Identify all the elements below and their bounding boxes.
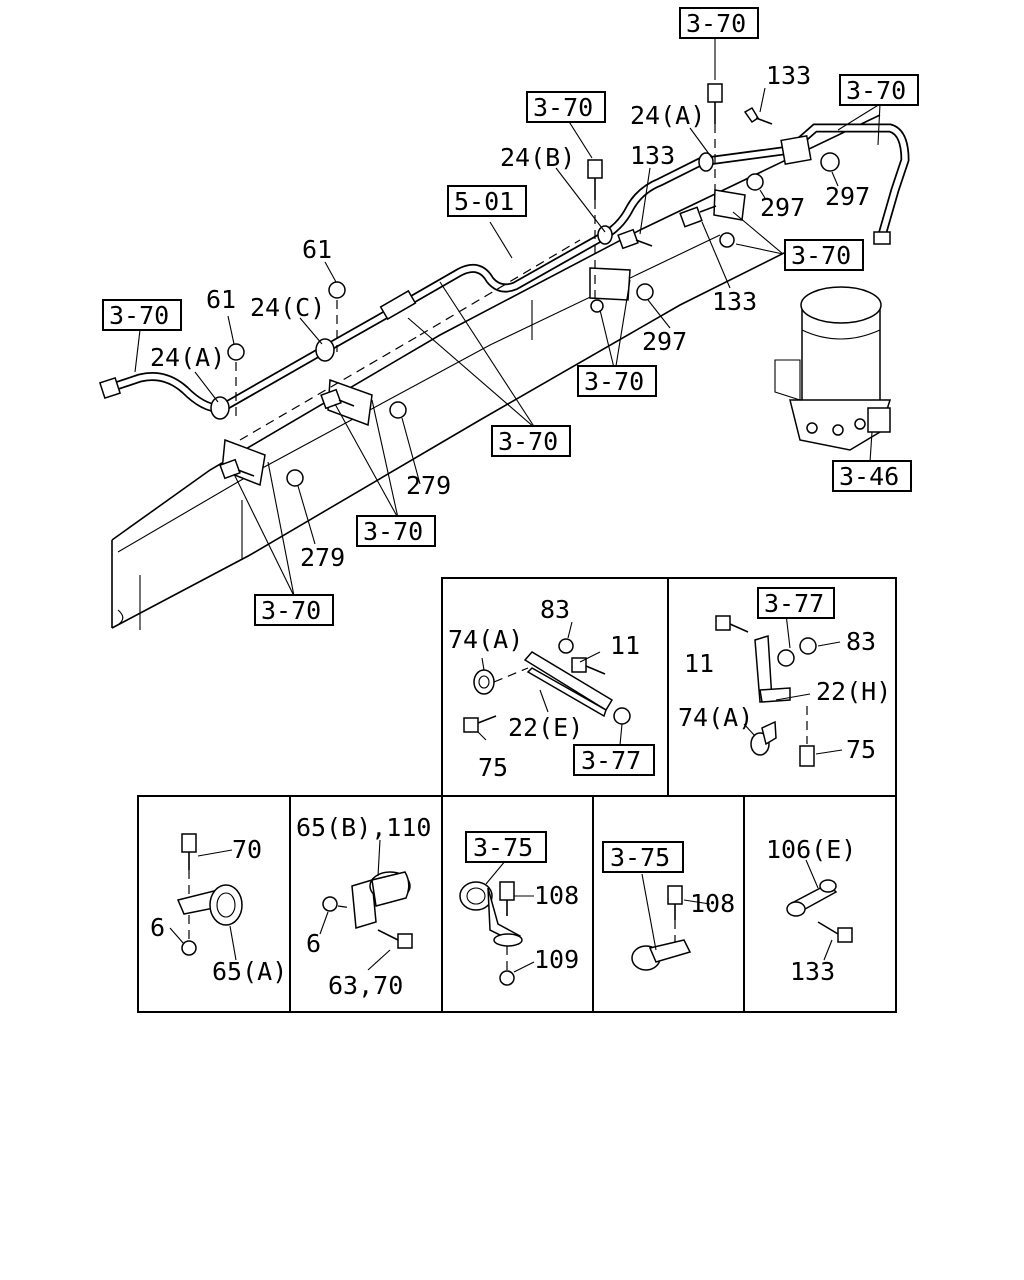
ref-5-01: 5-01	[454, 187, 514, 216]
label-133-panel: 133	[790, 957, 835, 986]
label-70: 70	[232, 835, 262, 864]
detail-panel-22h: 3-77 11 83 22(H) 74(A) 75	[678, 587, 891, 767]
label-74a-a: 74(A)	[448, 625, 523, 654]
main-air-pipe	[98, 123, 910, 420]
detail-panels-grid	[137, 577, 897, 1013]
air-dryer	[774, 286, 892, 451]
label-83-b: 83	[846, 627, 876, 656]
label-65b-110: 65(B),110	[296, 813, 431, 842]
detail-panel-22e: 83 74(A) 11 22(E) 75 3-77	[448, 595, 655, 782]
ref-3-70-right: 3-70	[791, 241, 851, 270]
ref-3-70-center: 3-70	[498, 427, 558, 456]
rail-brackets	[221, 189, 746, 487]
leader-lines	[134, 38, 881, 597]
pipe-connector-block	[780, 135, 812, 165]
pipe-fitting-left	[98, 376, 122, 400]
label-22e: 22(E)	[508, 713, 583, 742]
ref-3-70-topright: 3-70	[846, 76, 906, 105]
ref-3-75-a: 3-75	[473, 833, 533, 862]
label-22h: 22(H)	[816, 677, 891, 706]
label-63-70: 63,70	[328, 971, 403, 1000]
detail-panel-108: 3-75 108	[602, 841, 735, 971]
ref-3-46: 3-46	[839, 462, 899, 491]
label-6-b: 6	[306, 929, 321, 958]
label-109: 109	[534, 945, 579, 974]
label-297-c: 297	[642, 327, 687, 356]
label-61-b: 61	[206, 285, 236, 314]
clamp-24b	[597, 225, 613, 245]
label-108-b: 108	[690, 889, 735, 918]
nut-icon	[820, 152, 840, 172]
label-83-a: 83	[540, 595, 570, 624]
label-24c: 24(C)	[250, 293, 325, 322]
detail-panel-65a: 70 6 65(A)	[150, 833, 287, 986]
detail-panel-65b: 65(B),110 6 63,70	[296, 813, 431, 1000]
clamp-24a-left	[210, 396, 230, 420]
label-24a-top: 24(A)	[630, 101, 705, 130]
label-133-low: 133	[712, 287, 757, 316]
label-106e: 106(E)	[766, 835, 856, 864]
ref-3-75-b: 3-75	[610, 843, 670, 872]
label-133-top: 133	[766, 61, 811, 90]
label-61-a: 61	[302, 235, 332, 264]
label-11-b: 11	[684, 649, 714, 678]
ref-3-70-midtop: 3-70	[533, 93, 593, 122]
label-65a: 65(A)	[212, 957, 287, 986]
label-24a-left: 24(A)	[150, 343, 225, 372]
pipe-fitting-mid	[379, 289, 417, 321]
label-279-b: 279	[300, 543, 345, 572]
label-24b: 24(B)	[500, 143, 575, 172]
clamp-24c	[315, 338, 335, 362]
reference-boxes: 3-70 3-70 3-70 5-01 3-70 3-70 3-70 3-70 …	[102, 7, 919, 626]
upper-fasteners	[219, 83, 840, 487]
detail-panel-106e: 106(E) 133	[766, 835, 856, 986]
ref-3-77-b: 3-77	[764, 589, 824, 618]
detail-panel-108-109: 3-75 108 109	[459, 831, 579, 986]
ref-3-70-midlow: 3-70	[584, 367, 644, 396]
ref-3-77-a: 3-77	[581, 746, 641, 775]
label-279-a: 279	[406, 471, 451, 500]
label-6-a: 6	[150, 913, 165, 942]
label-75-a: 75	[478, 753, 508, 782]
label-133-mid: 133	[630, 141, 675, 170]
ref-3-70-top: 3-70	[686, 9, 746, 38]
pipe-fitting-right	[873, 231, 891, 245]
label-74a-b: 74(A)	[678, 703, 753, 732]
bolt-icon	[707, 83, 723, 103]
clamp-24a-top	[698, 152, 714, 172]
label-297-b: 297	[825, 182, 870, 211]
part-labels: 133 24(A) 24(B) 133 297 297 133 297 61 6…	[150, 61, 870, 572]
label-108-a: 108	[534, 881, 579, 910]
label-75-b: 75	[846, 735, 876, 764]
ref-3-70-left: 3-70	[109, 301, 169, 330]
ref-3-70-lower: 3-70	[363, 517, 423, 546]
ref-3-70-bottom: 3-70	[261, 596, 321, 625]
label-297-a: 297	[760, 193, 805, 222]
label-11-a: 11	[610, 631, 640, 660]
